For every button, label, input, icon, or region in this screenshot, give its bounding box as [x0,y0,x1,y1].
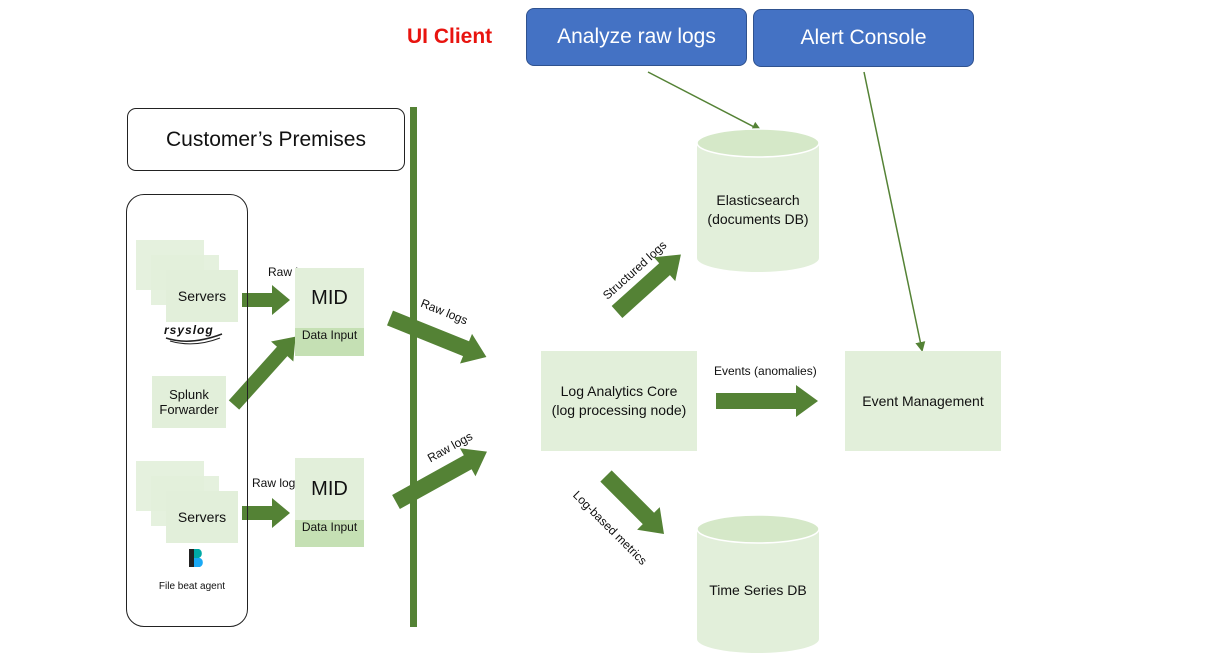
mid-top-subtitle: Data Input [295,328,364,356]
log-analytics-core-box: Log Analytics Core (log processing node) [541,351,697,451]
customer-premises-title: Customer’s Premises [127,108,405,171]
alert-connector [863,71,926,352]
arrow-core-to-event-management [716,385,818,417]
arrow-mid-top-to-core [387,310,487,364]
mid-bottom-raw-logs-label: Raw logs [252,476,302,490]
servers-top-label: Servers [166,270,238,322]
arrow-core-to-timeseries [600,470,664,534]
arrow-servers-to-mid-bottom [242,498,290,528]
mid-top-title: MID [311,286,348,309]
events-anomalies-label: Events (anomalies) [714,364,817,378]
arrow-servers-to-mid-top [242,285,290,315]
rsyslog-swoosh-icon [165,333,223,345]
arrow-splunk-to-mid [228,336,296,410]
timeseries-db-label: Time Series DB [709,582,807,598]
alert-console-button[interactable]: Alert Console [753,9,974,67]
event-management-box: Event Management [845,351,1001,451]
mid-bottom-title: MID [311,477,348,500]
arrow-core-to-elasticsearch [611,254,681,318]
core-line1: Log Analytics Core [560,383,678,399]
servers-bottom-label: Servers [166,491,238,543]
elasticsearch-label: Elasticsearch (documents DB) [697,191,819,229]
elasticsearch-line1: Elasticsearch [716,192,800,208]
timeseries-cylinder [696,514,820,653]
ui-client-label: UI Client [407,25,493,48]
customer-premises-frame [126,194,248,627]
core-line2: (log processing node) [551,402,687,418]
arrow-mid-bottom-to-core [392,448,487,509]
analyze-raw-logs-button[interactable]: Analyze raw logs [526,8,747,66]
elasticsearch-line2: (documents DB) [707,211,809,227]
filebeat-agent-label: File beat agent [158,581,226,592]
mid-bottom-subtitle: Data Input [295,520,364,547]
network-boundary-bar [410,107,417,627]
filebeat-logo-icon [189,549,203,567]
splunk-forwarder-box: Splunk Forwarder [152,376,226,428]
rsyslog-logo: rsyslog [164,323,214,337]
mid-bottom-box: MID Data Input [295,458,364,547]
mid-top-box: MID Data Input [295,268,364,356]
analyze-connector [647,71,762,131]
elasticsearch-cylinder [696,128,820,272]
